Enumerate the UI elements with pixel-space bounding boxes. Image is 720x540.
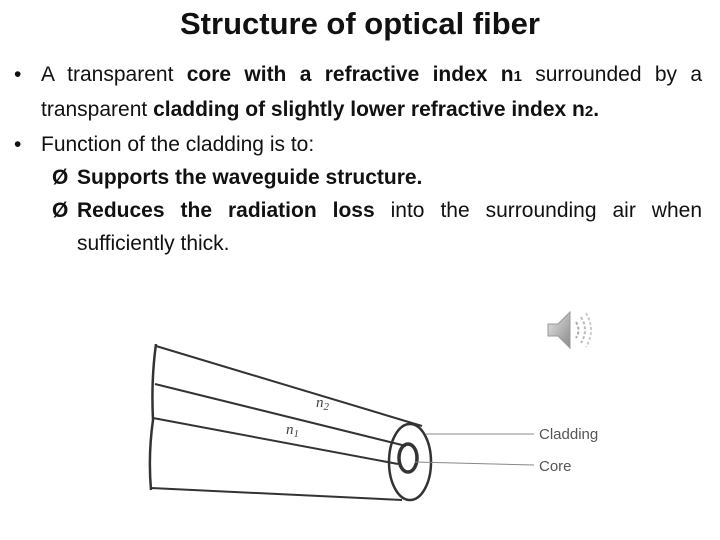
bullet1-core-term: core — [186, 63, 232, 86]
sub-bullet-item: Ø Reduces the radiation loss into the su… — [52, 194, 702, 260]
cladding-top-edge — [155, 345, 423, 427]
core-leader-line — [414, 461, 535, 466]
bullet-dot-icon: • — [14, 63, 22, 86]
bullet-item-function: • Function of the cladding is to: — [12, 128, 702, 161]
core-bottom-edge — [152, 417, 399, 465]
arrow-bullet-icon: Ø — [52, 199, 69, 222]
bullet1-refractive-index: refractive index n — [324, 63, 514, 86]
bullet-item-core: • A transparent core with a refractive i… — [12, 58, 702, 128]
bullet1-subscript-1: 1 — [513, 68, 522, 85]
n1-label: n1 — [286, 422, 299, 440]
cladding-bottom-edge — [150, 487, 403, 501]
bullet1-text-1: A transparent — [41, 63, 187, 86]
bullet1-text-3: with a — [231, 63, 325, 86]
bullet1-subscript-2: 2 — [584, 103, 594, 120]
bullet2-text: Function of the cladding is to: — [41, 133, 315, 156]
bullet1-period: . — [593, 98, 600, 121]
fiber-left-cut — [148, 343, 158, 491]
n2-label: n2 — [316, 395, 330, 413]
bullet1-text-5: surrounded by a transparent — [41, 63, 702, 121]
optical-fiber-diagram: n2 n1 Cladding Core — [148, 343, 598, 502]
core-end-face — [397, 442, 419, 474]
sub-bullet-list: Ø Supports the waveguide structure. Ø Re… — [12, 161, 702, 260]
arrow-bullet-icon: Ø — [52, 166, 69, 189]
sub-bullet-item: Ø Supports the waveguide structure. — [52, 161, 702, 194]
core-label: Core — [539, 458, 572, 475]
subitem-rest-text: into the surrounding air when sufficient… — [77, 199, 703, 255]
bullet1-cladding-term: cladding of slightly lower refractive in… — [153, 98, 585, 121]
core-top-edge — [154, 383, 407, 447]
speaker-icon[interactable] — [542, 302, 598, 358]
bullet-list: • A transparent core with a refractive i… — [12, 58, 702, 260]
subitem-bold-text: Reduces the radiation loss — [77, 199, 375, 222]
subitem-bold-text: Supports the waveguide structure. — [77, 166, 423, 189]
cladding-label: Cladding — [539, 426, 598, 443]
fiber-drawing — [148, 343, 433, 502]
bullet-dot-icon: • — [14, 133, 22, 156]
slide-title: Structure of optical fiber — [180, 6, 540, 41]
